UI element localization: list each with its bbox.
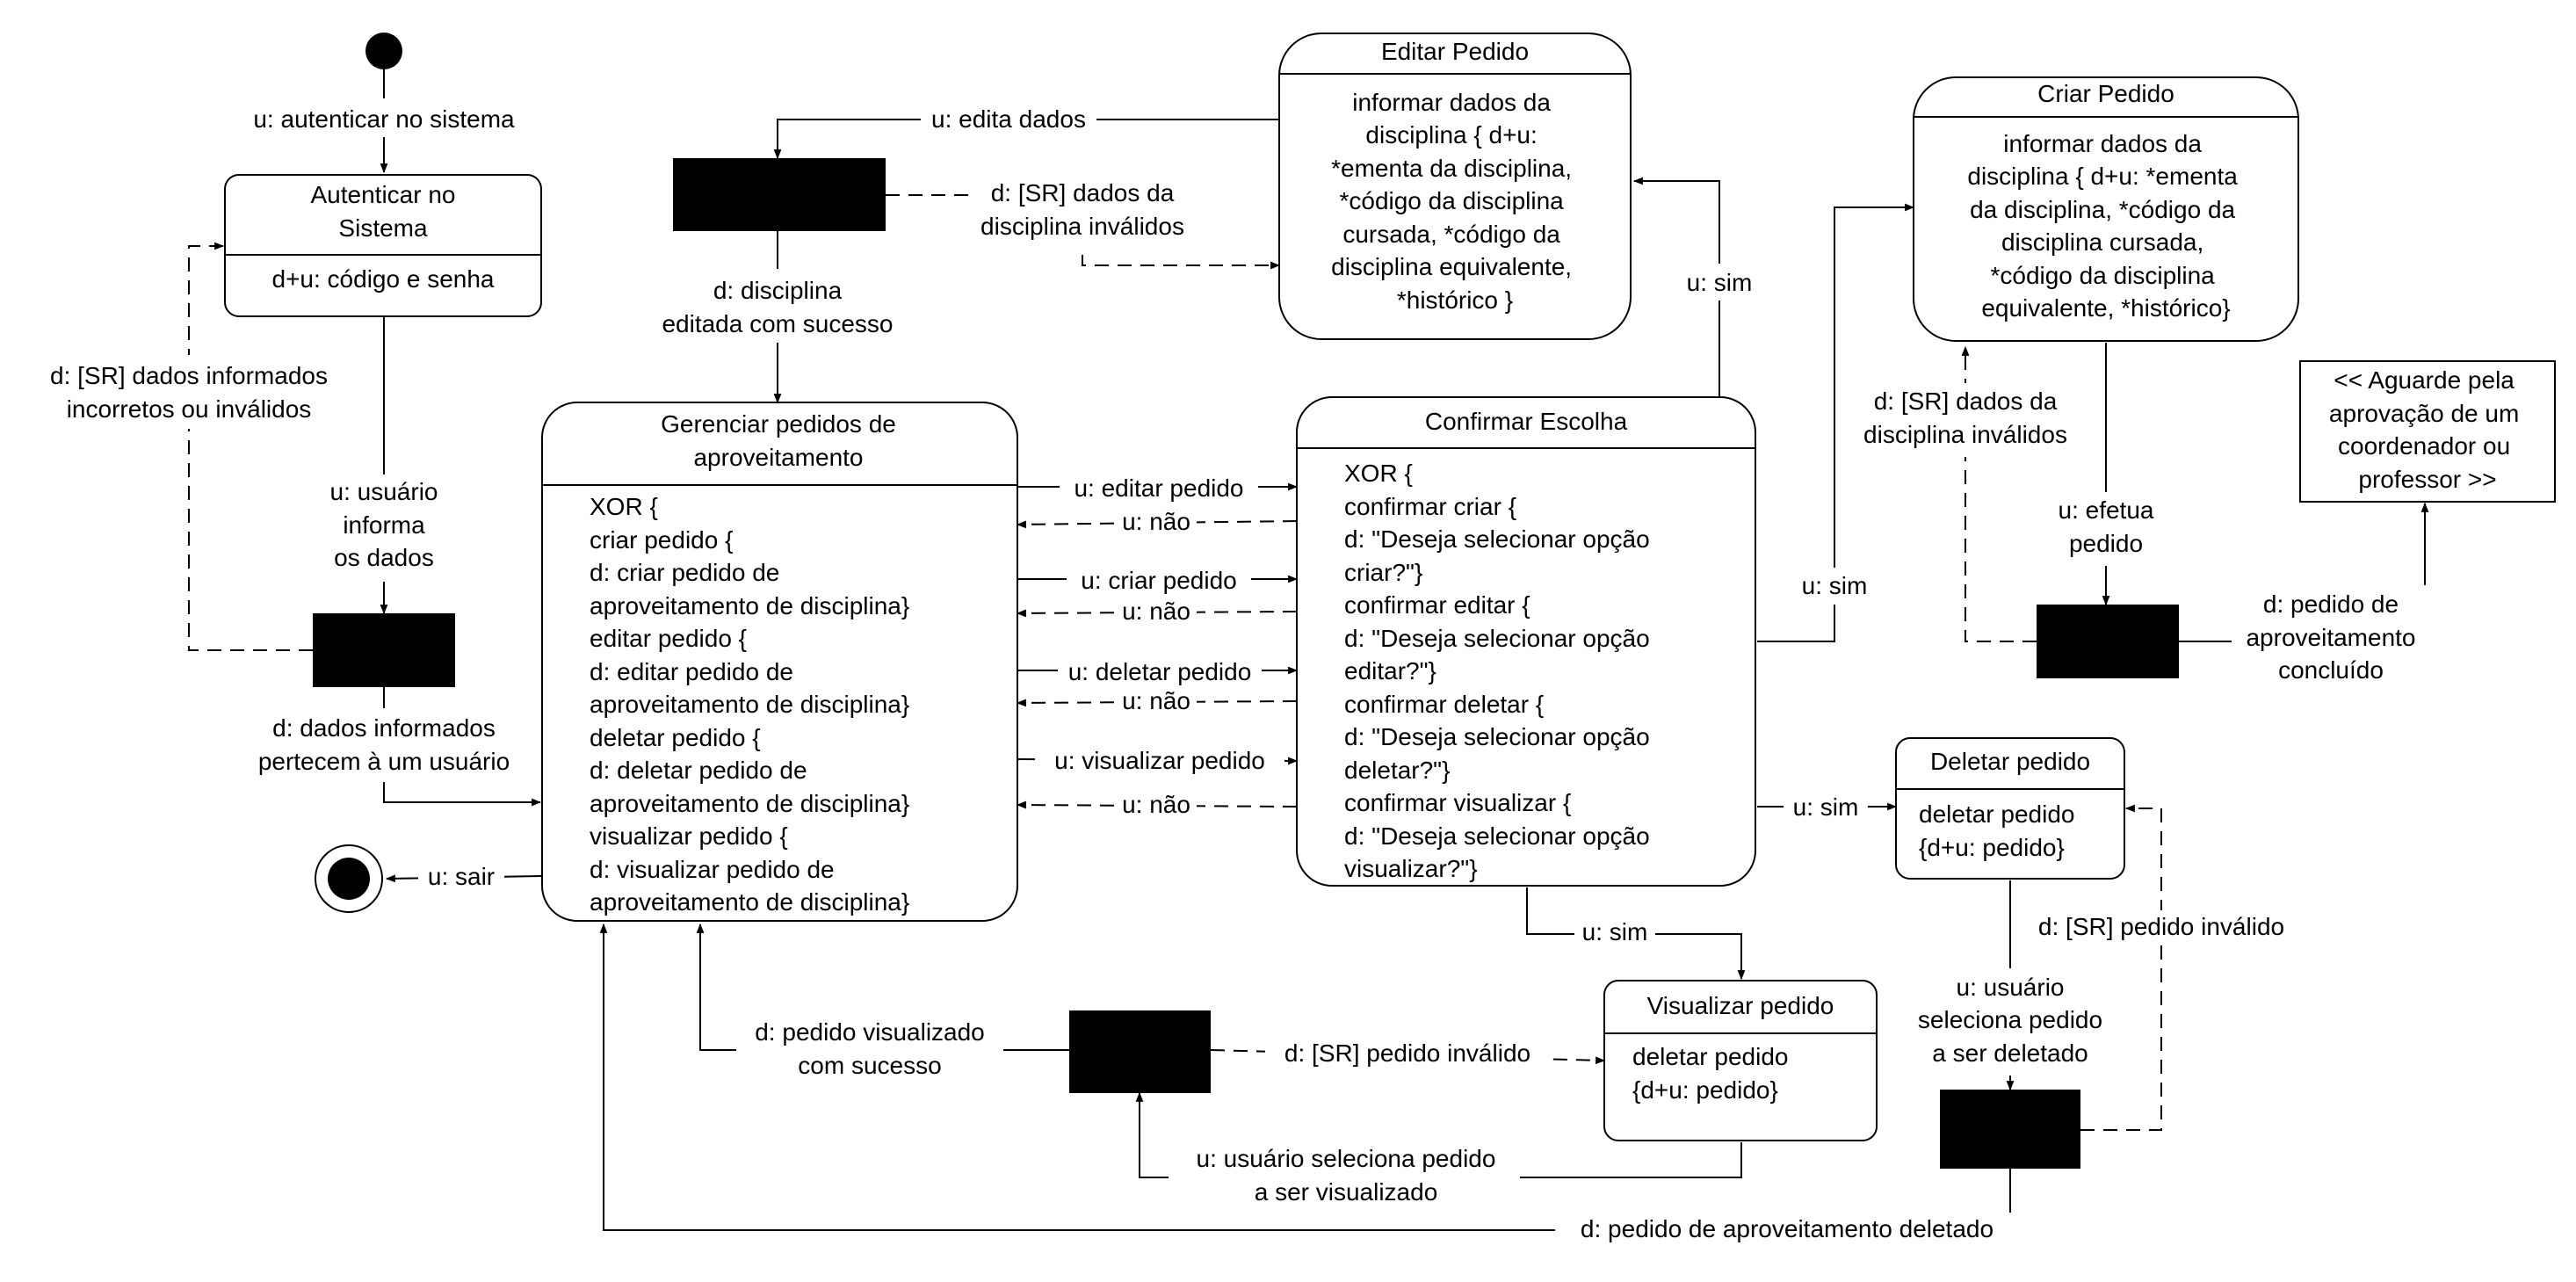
state-deletar (1895, 737, 2125, 880)
editar-title: Editar Pedido (1381, 38, 1529, 65)
label-sim-visualizar: u: sim (1582, 918, 1648, 945)
state-gerenciar (541, 402, 1018, 922)
visualizar-body: deletar pedido{d+u: pedido} (1632, 1043, 1788, 1104)
editar-body: informar dados da disciplina { d+u: *eme… (1331, 89, 1579, 314)
decision-block-deletar (1940, 1090, 2080, 1169)
label-editar-pedido: u: editar pedido (1074, 474, 1243, 502)
criar-body: informar dados da disciplina { d+u: *eme… (1967, 130, 2244, 322)
label-nao-2: u: não (1122, 598, 1190, 625)
state-editar (1278, 33, 1632, 340)
edge-check-error-to-criar (1961, 345, 2037, 642)
gerenciar-body: XOR { criar pedido { d: criar pedido de … (590, 493, 916, 916)
final-node (315, 844, 383, 913)
state-confirmar (1296, 396, 1756, 887)
label-pedido-deletado: d: pedido de aproveitamento deletado (1581, 1215, 1994, 1242)
label-sim-criar: u: sim (1802, 572, 1868, 599)
state-criar (1913, 76, 2299, 342)
state-visualizar (1603, 980, 1878, 1141)
decision-block-autenticar (313, 613, 455, 687)
edge-confirmar-to-criar (1757, 203, 1915, 642)
state-boxes (224, 33, 2556, 1141)
autenticar-body: d+u: código e senha (272, 265, 495, 293)
note-box (2299, 360, 2556, 503)
decision-block-visualizar (1069, 1010, 1211, 1093)
label-autenticar-sistema: u: autenticar no sistema (253, 105, 515, 133)
edge-check-error-to-deletar (2080, 804, 2162, 1131)
label-criar-pedido: u: criar pedido (1081, 567, 1236, 594)
edge-confirmar-to-editar (1632, 177, 1720, 397)
label-sim-deletar: u: sim (1793, 793, 1859, 821)
label-sr-pedido-visualizar: d: [SR] pedido inválido (1284, 1039, 1530, 1067)
label-sair: u: sair (428, 863, 495, 890)
decision-block-criar (2037, 605, 2179, 678)
label-visualizar-pedido: u: visualizar pedido (1054, 747, 1265, 774)
deletar-title: Deletar pedido (1930, 748, 2090, 775)
label-deletar-pedido: u: deletar pedido (1068, 658, 1252, 685)
label-edita-dados: u: edita dados (931, 105, 1086, 133)
visualizar-title: Visualizar pedido (1647, 992, 1834, 1019)
edge-check-error-to-autenticar (188, 242, 313, 651)
note-text: << Aguarde pela aprovação de um coordena… (2329, 366, 2526, 493)
label-nao-4: u: não (1122, 791, 1190, 818)
confirmar-body: XOR { confirmar criar { d: "Deseja selec… (1344, 460, 1656, 882)
initial-node (365, 33, 402, 69)
deletar-body: deletar pedido{d+u: pedido} (1919, 800, 2074, 861)
edge-check-error-to-editar-2 (1082, 255, 1281, 270)
decision-block-editar (673, 158, 886, 231)
decision-blocks (313, 158, 2179, 1169)
confirmar-title: Confirmar Escolha (1425, 408, 1628, 435)
criar-title: Criar Pedido (2037, 80, 2174, 107)
label-sim-editar: u: sim (1687, 269, 1753, 296)
state-autenticar (224, 174, 542, 317)
edge-check-to-gerenciar-deleted (599, 923, 2011, 1231)
label-nao-3: u: não (1122, 687, 1190, 714)
edge-editar-to-check (773, 119, 1279, 160)
label-sr-pedido-deletar: d: [SR] pedido inválido (2038, 913, 2284, 940)
label-nao-1: u: não (1122, 508, 1190, 535)
